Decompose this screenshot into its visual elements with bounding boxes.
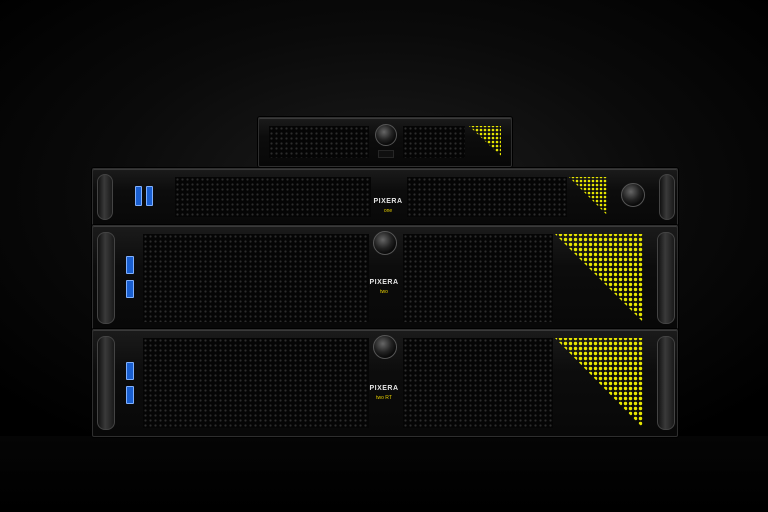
server-unit-mini <box>258 117 512 167</box>
vent-grille-left <box>143 338 369 428</box>
accent-triangle <box>569 177 607 215</box>
logo-model: one <box>383 208 393 214</box>
usb-port <box>135 186 142 206</box>
server-unit-two: PIXERA two <box>92 225 678 330</box>
server-unit-one: PIXERA one <box>92 168 678 226</box>
power-button <box>373 231 397 255</box>
usb-port <box>126 256 134 274</box>
accent-triangle <box>469 126 501 156</box>
accent-triangle <box>555 234 643 322</box>
logo-brand: PIXERA <box>373 198 403 205</box>
vent-grille-left <box>143 234 369 322</box>
vent-grille-right <box>403 338 553 428</box>
usb-port <box>126 386 134 404</box>
usb-port <box>146 186 153 206</box>
vent-grille-left <box>269 126 369 158</box>
rack-handle-left <box>97 336 115 430</box>
server-unit-two-rt: PIXERA two RT <box>92 329 678 437</box>
rack-handle-right <box>657 336 675 430</box>
power-button <box>621 183 645 207</box>
vent-grille-right <box>403 234 553 322</box>
logo-model: two RT <box>376 395 392 401</box>
usb-port <box>126 362 134 380</box>
rack-handle-left <box>97 174 113 220</box>
pixera-logo: PIXERA one <box>373 191 403 214</box>
logo-brand: PIXERA <box>369 279 399 286</box>
power-button <box>375 124 397 146</box>
rack-handle-right <box>657 232 675 324</box>
vent-grille-left <box>175 177 371 217</box>
accent-triangle <box>555 338 643 428</box>
power-button <box>373 335 397 359</box>
usb-port <box>126 280 134 298</box>
vent-grille-right <box>407 177 567 217</box>
logo-model: two <box>380 289 388 295</box>
floor-shadow <box>0 436 768 512</box>
front-port <box>378 150 394 158</box>
pixera-logo: PIXERA two RT <box>367 378 401 401</box>
rack-handle-left <box>97 232 115 324</box>
rack-handle-right <box>659 174 675 220</box>
pixera-logo: PIXERA two <box>369 272 399 295</box>
vent-grille-right <box>403 126 465 158</box>
logo-brand: PIXERA <box>369 385 399 392</box>
